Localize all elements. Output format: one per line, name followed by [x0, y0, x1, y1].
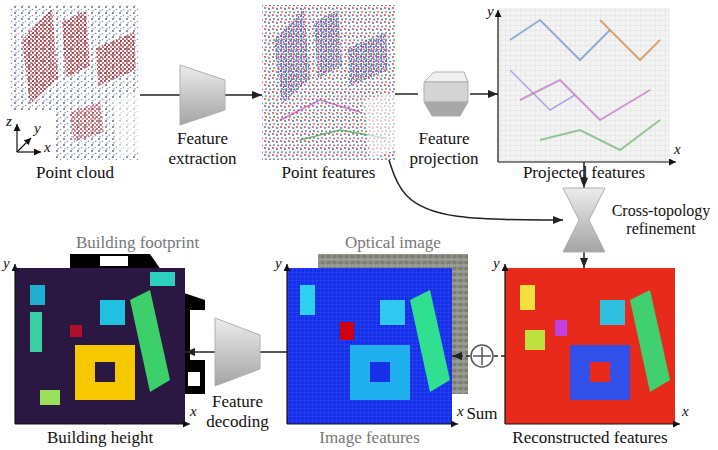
- shape-face: [424, 72, 468, 82]
- connector: [494, 355, 505, 357]
- point-cloud-view: Point cloud: [10, 5, 140, 160]
- axis-label: x: [44, 140, 51, 155]
- connector: [185, 351, 215, 353]
- block-shape: [180, 65, 225, 125]
- block-shape: [563, 188, 605, 252]
- block-shape: [470, 344, 494, 368]
- connector: [225, 94, 262, 96]
- sum-circle: [471, 345, 493, 367]
- axis-label: z: [6, 114, 12, 129]
- plus-bar: [481, 347, 483, 365]
- caption: Projected features: [523, 163, 645, 183]
- image-features-picture: [287, 264, 458, 424]
- refinement-block: Cross-topology refinement: [563, 188, 605, 252]
- reconstructed-feature-map: Reconstructed features: [505, 268, 675, 424]
- sum-node: Sum: [470, 344, 494, 368]
- axis-label: y: [493, 256, 500, 271]
- caption: Feature decoding: [198, 392, 278, 431]
- caption: Optical image: [345, 233, 441, 253]
- shape-face: [215, 318, 260, 386]
- axis-label: y: [487, 4, 494, 19]
- shape-face: [180, 65, 225, 125]
- caption: Feature projection: [404, 129, 484, 168]
- caption: Feature extraction: [163, 129, 243, 168]
- projected-features-picture: [498, 8, 676, 162]
- axis-label: x: [190, 404, 197, 419]
- axis-label: x: [674, 142, 681, 157]
- point-feature-view: Point features: [262, 5, 395, 160]
- decoder-block: Feature decoding: [215, 318, 260, 386]
- axis-label: x: [682, 404, 689, 419]
- axis-label: y: [275, 256, 282, 271]
- shape-face: [424, 102, 468, 116]
- image-feature-map: Image features: [287, 268, 452, 424]
- caption: Image features: [319, 428, 420, 448]
- caption: Cross-topology refinement: [608, 202, 714, 239]
- connector: [452, 355, 470, 357]
- connector: [260, 351, 287, 353]
- connector: [470, 93, 498, 95]
- caption: Reconstructed features: [512, 428, 667, 448]
- projection-block: Feature projection: [418, 70, 470, 118]
- shape-face: [563, 188, 605, 252]
- caption: Point features: [282, 163, 376, 183]
- block-shape: [215, 318, 260, 386]
- footprint-map: Building footprint: [70, 254, 205, 394]
- optical-image: Optical image: [318, 254, 468, 394]
- caption: Building height: [47, 428, 153, 448]
- projected-feature-map: Projected features: [498, 8, 670, 162]
- point-cloud-picture: [10, 5, 140, 160]
- axis-label: y: [3, 256, 10, 271]
- caption: Sum: [466, 404, 497, 424]
- building-height-picture: [15, 264, 190, 424]
- height-map: Building height: [15, 268, 185, 424]
- connector: [395, 93, 418, 95]
- caption: Building footprint: [76, 233, 199, 253]
- axis-label: x: [457, 404, 464, 419]
- shape-face: [424, 82, 468, 102]
- connector: [583, 252, 585, 268]
- axis-label: y: [34, 121, 41, 136]
- connector: [140, 94, 180, 96]
- point-features-picture: [262, 5, 395, 160]
- block-shape: [418, 70, 470, 118]
- reconstructed-features-picture: [505, 264, 680, 424]
- caption: Point cloud: [36, 163, 114, 183]
- encoder-block: Feature extraction: [180, 65, 225, 125]
